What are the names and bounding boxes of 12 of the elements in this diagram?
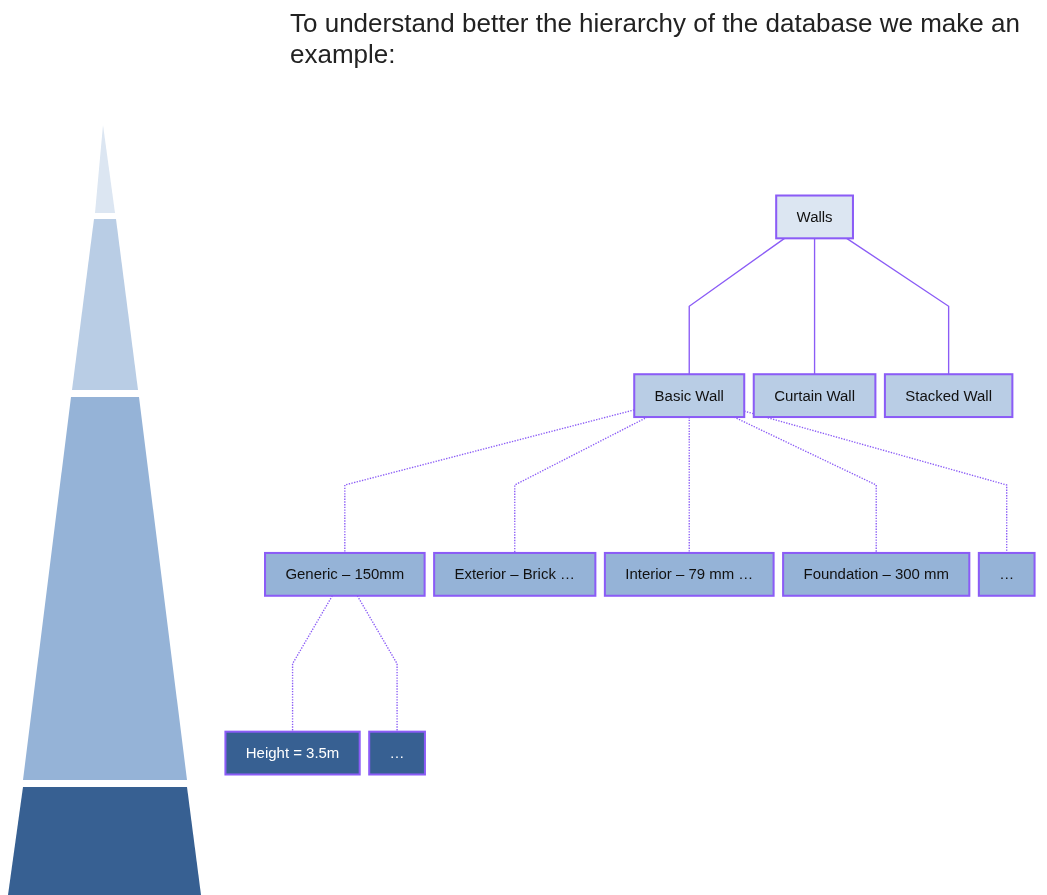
intro-text: To understand better the hierarchy of the database we make an example: xyxy=(290,8,1021,70)
node-box: Basic Wall xyxy=(633,373,746,419)
node-box: … xyxy=(368,730,426,776)
node-box: Exterior – Brick … xyxy=(433,551,597,597)
node-box: … xyxy=(977,551,1036,597)
node-box: Height = 3.5m xyxy=(224,730,361,776)
node-box: Walls xyxy=(775,194,854,240)
node-box: Stacked Wall xyxy=(883,373,1014,419)
node-box: Interior – 79 mm … xyxy=(603,551,775,597)
node-box: Generic – 150mm xyxy=(264,551,426,597)
node-box: Foundation – 300 mm xyxy=(782,551,971,597)
node-box: Curtain Wall xyxy=(752,373,877,419)
